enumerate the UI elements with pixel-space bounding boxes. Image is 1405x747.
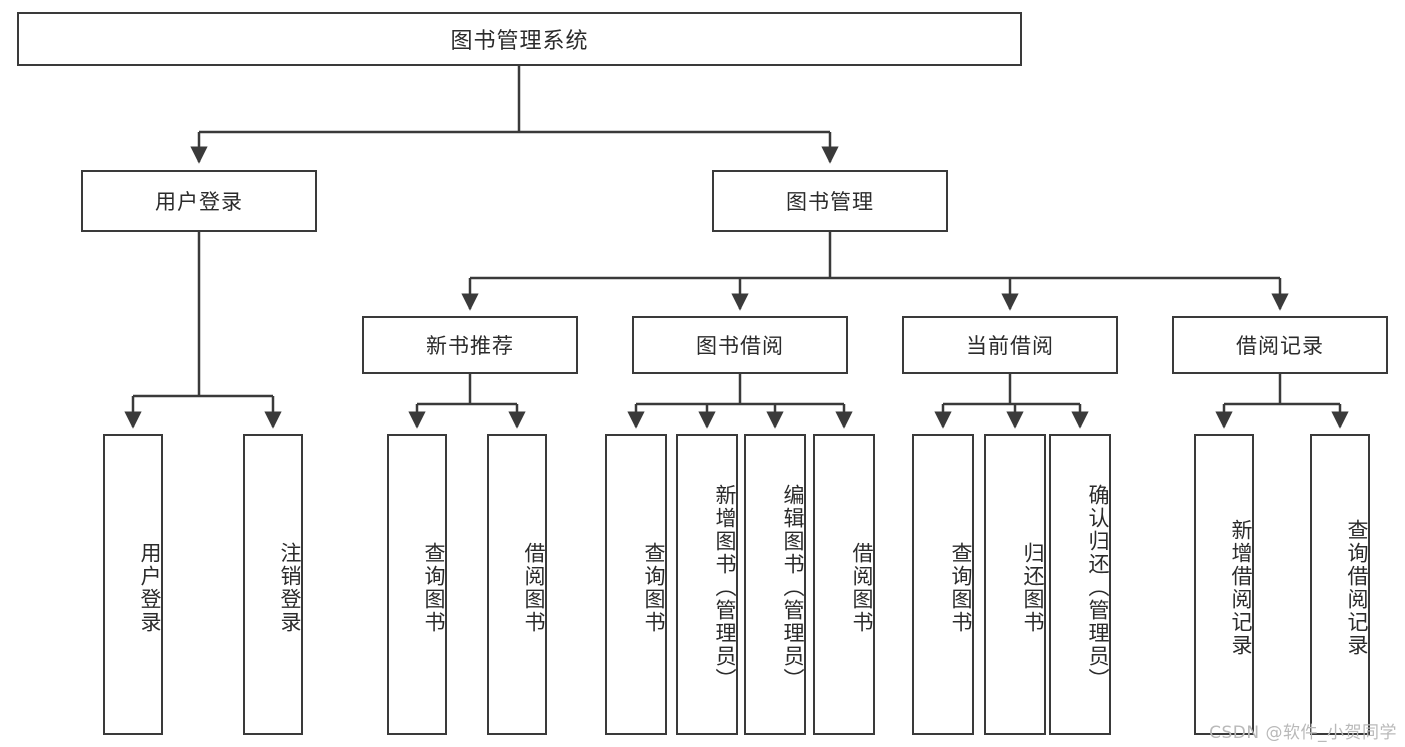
node-user-login[interactable]: 用户登录 (81, 170, 317, 232)
leaf-query-book-borrow[interactable]: 查询图书 (605, 434, 667, 735)
leaf-user-login[interactable]: 用户登录 (103, 434, 163, 735)
leaf-borrow-book[interactable]: 借阅图书 (813, 434, 875, 735)
leaf-query-book-current[interactable]: 查询图书 (912, 434, 974, 735)
leaf-borrow-book-recommend[interactable]: 借阅图书 (487, 434, 547, 735)
node-root[interactable]: 图书管理系统 (17, 12, 1022, 66)
csdn-watermark: CSDN @软件_小贺同学 (1209, 723, 1397, 743)
leaf-edit-book-admin[interactable]: 编辑图书（管理员） (744, 434, 806, 735)
leaf-logout-login[interactable]: 注销登录 (243, 434, 303, 735)
node-current-borrow[interactable]: 当前借阅 (902, 316, 1118, 374)
node-book-management[interactable]: 图书管理 (712, 170, 948, 232)
node-borrow-record[interactable]: 借阅记录 (1172, 316, 1388, 374)
node-new-book-recommend[interactable]: 新书推荐 (362, 316, 578, 374)
leaf-return-book[interactable]: 归还图书 (984, 434, 1046, 735)
node-book-borrow[interactable]: 图书借阅 (632, 316, 848, 374)
leaf-query-book-recommend[interactable]: 查询图书 (387, 434, 447, 735)
leaf-add-book-admin[interactable]: 新增图书（管理员） (676, 434, 738, 735)
leaf-add-borrow-record[interactable]: 新增借阅记录 (1194, 434, 1254, 735)
leaf-confirm-return-admin[interactable]: 确认归还（管理员） (1049, 434, 1111, 735)
leaf-query-borrow-record[interactable]: 查询借阅记录 (1310, 434, 1370, 735)
